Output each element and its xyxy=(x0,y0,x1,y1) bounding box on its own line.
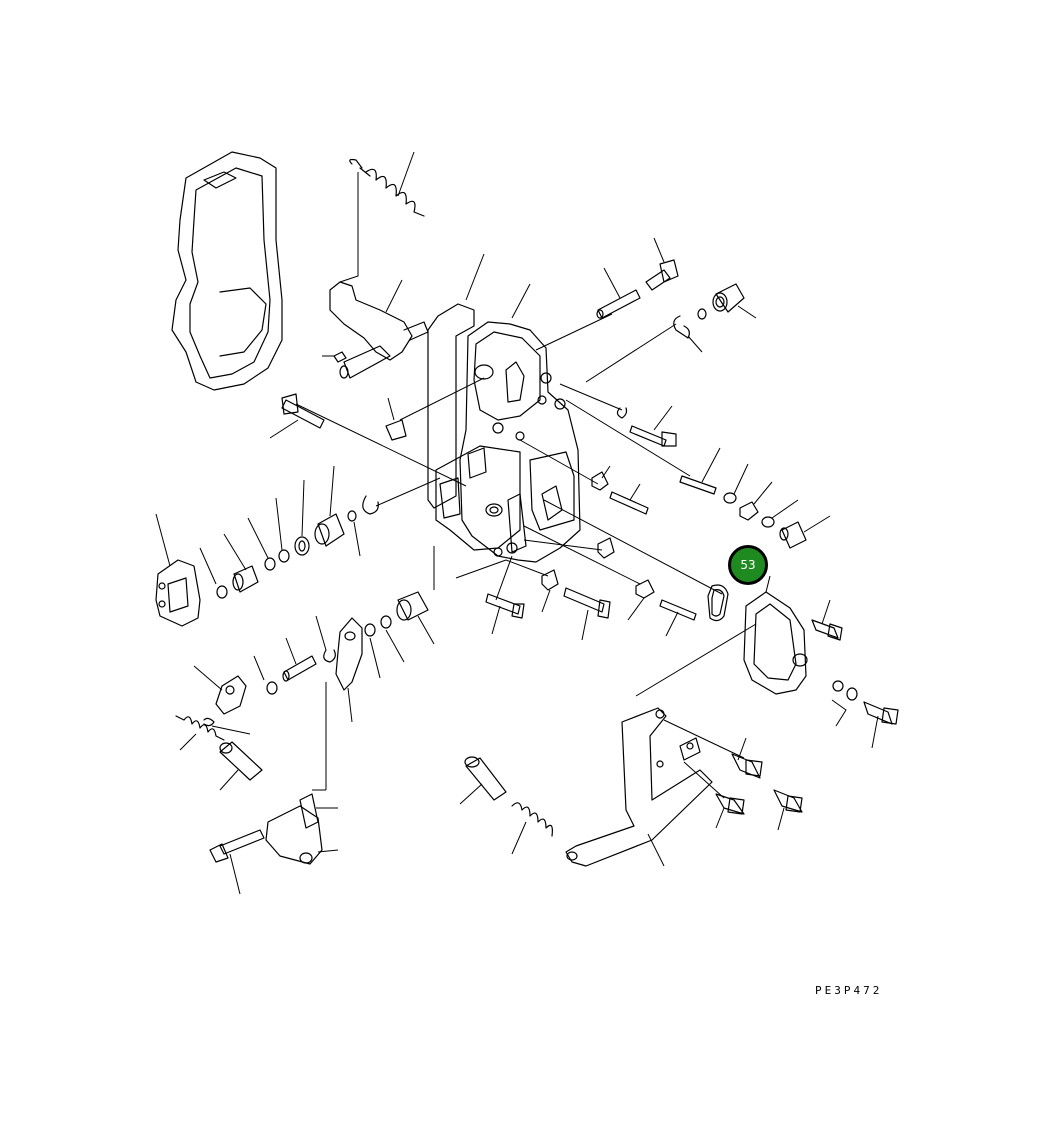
plug-top-right xyxy=(697,283,757,320)
washer-right-1 xyxy=(723,463,749,504)
bolt-plate-3 xyxy=(773,789,803,831)
bolt-cover-2 xyxy=(863,701,899,749)
bolt-right-1 xyxy=(629,405,677,447)
bolt-plate-1 xyxy=(731,737,763,779)
pin-bottom xyxy=(459,756,507,805)
spring-lower-left xyxy=(175,715,225,751)
spring-top xyxy=(349,151,425,217)
bolt-mid-2 xyxy=(563,587,611,641)
washer-left-1 xyxy=(199,547,228,599)
callout-53[interactable]: 53 xyxy=(728,545,768,585)
plug-lower xyxy=(396,591,435,645)
bolt-top-right xyxy=(645,237,679,291)
stud-mid-2 xyxy=(659,599,697,637)
bracket-left xyxy=(155,513,201,627)
pin-lower xyxy=(219,741,263,791)
drawing-code: PE3P472 xyxy=(815,984,883,997)
washer-left-2 xyxy=(247,517,276,571)
bolt-left-long xyxy=(269,393,325,439)
nut-mid-2 xyxy=(597,537,615,559)
clip-lower xyxy=(315,615,336,663)
nut-mid-4 xyxy=(627,579,655,621)
housing-gasket xyxy=(427,253,485,509)
snap-ring-left xyxy=(362,495,379,515)
clip-lower-2 xyxy=(203,717,251,735)
bolt-mid-1 xyxy=(485,593,525,635)
bolt-plate-2 xyxy=(715,793,745,829)
washer-right-2 xyxy=(761,499,799,528)
spring-bottom xyxy=(511,802,553,855)
stud-mid xyxy=(609,483,649,515)
leader-lines xyxy=(295,313,757,791)
lever-shaft xyxy=(322,279,429,379)
nut-right-1 xyxy=(739,481,773,521)
o-ring-53 xyxy=(707,584,729,622)
pin-top xyxy=(596,267,641,319)
bracket-bottom-left xyxy=(265,793,339,865)
link-lower xyxy=(193,665,247,715)
nut-mid-1 xyxy=(591,465,611,491)
circlip-right xyxy=(616,407,628,419)
clip-top-right xyxy=(585,315,703,383)
bolt-lower-left xyxy=(282,637,317,682)
washer-cover-1 xyxy=(831,680,858,727)
bolt-cover-1 xyxy=(811,599,843,641)
sleeve-right xyxy=(779,515,831,549)
washer-lower-2 xyxy=(364,623,381,679)
cover-gasket xyxy=(171,151,283,391)
bushing-left-3 xyxy=(314,465,345,547)
bushing-left-2 xyxy=(294,479,310,556)
bushing-left-1 xyxy=(223,533,259,593)
nut-mid-3 xyxy=(541,569,559,613)
washer-left-3 xyxy=(275,497,290,563)
cover-right xyxy=(743,575,808,695)
bolt-bottom-left xyxy=(209,829,265,895)
governor-housing xyxy=(435,283,581,563)
lever-lower xyxy=(335,617,363,723)
lever-plate xyxy=(565,707,745,867)
stud-right xyxy=(679,447,721,495)
washer-lower-3 xyxy=(253,655,278,695)
plug-left xyxy=(385,397,407,441)
washer-lower-1 xyxy=(380,615,405,663)
o-ring-left xyxy=(347,510,361,557)
